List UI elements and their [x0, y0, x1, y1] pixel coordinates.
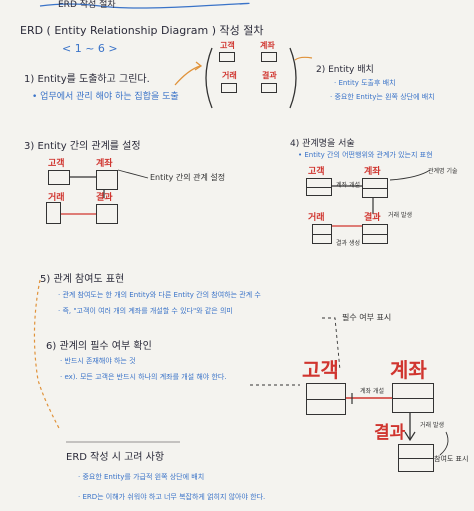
entity-box [392, 383, 434, 413]
step4-label-account: 계좌 [364, 167, 381, 177]
big-label-account: 계좌 [390, 358, 427, 382]
entity-label-transaction: 거래 [222, 71, 237, 80]
big-rel-3: 참여도 표시 [434, 455, 469, 463]
entity-box [306, 383, 346, 415]
top-cut-text: ERD 작성 절차 [58, 0, 116, 10]
consider-bullet-1: · 중요한 Entity를 가급적 왼쪽 상단에 배치 [78, 473, 205, 481]
step4-label-transaction: 거래 [308, 213, 325, 223]
step1-bullet: • 업무에서 관리 해야 하는 집합을 도출 [32, 92, 179, 102]
entity-box [398, 444, 434, 472]
entity-box [362, 178, 388, 198]
step4-heading: 4) 관계명을 서술 [290, 139, 355, 149]
step2-heading: 2) Entity 배치 [316, 65, 374, 75]
step6-bullet-2: · ex). 모든 고객은 반드시 하나의 계좌를 개설 해야 한다. [60, 373, 227, 381]
entity-box [221, 83, 237, 93]
step2-bullet-1: · Entity 도출후 배치 [334, 79, 396, 87]
entity-box [96, 204, 118, 224]
big-label-customer: 고객 [302, 358, 339, 382]
step4-label-customer: 고객 [308, 167, 325, 177]
big-rel-2: 거래 발생 [420, 422, 444, 429]
step4-rel-1: 계좌 개설 [336, 182, 360, 189]
entity-box [261, 83, 277, 93]
entity-box [219, 52, 235, 62]
entity-box [261, 52, 277, 62]
big-label-result: 결과 [374, 423, 406, 443]
step3-label-account: 계좌 [96, 159, 113, 169]
step3-heading: 3) Entity 간의 관계를 설정 [24, 141, 141, 152]
step4-rel-4: 결과 생성 [336, 240, 360, 247]
step5-bullet-1: · 관계 참여도는 한 개의 Entity와 다른 Entity 간의 참여하는… [58, 291, 261, 299]
step4-rel-3: 거래 발생 [388, 212, 412, 219]
page-title: ERD ( Entity Relationship Diagram ) 작성 절… [20, 24, 264, 37]
entity-box [306, 178, 332, 196]
entity-label-account: 계좌 [260, 41, 275, 50]
step1-heading: 1) Entity를 도출하고 그린다. [24, 74, 150, 85]
step2-bullet-2: · 중요한 Entity는 왼쪽 상단에 배치 [330, 93, 435, 101]
consider-heading: ERD 작성 시 고려 사항 [66, 452, 165, 463]
step5-heading: 5) 관계 참여도 표현 [40, 274, 125, 285]
step3-label-customer: 고객 [48, 159, 65, 169]
step5-bullet-2: · 즉, "고객이 여러 개의 계좌를 개설할 수 있다"와 같은 의미 [58, 307, 233, 315]
entity-box [96, 170, 118, 190]
entity-box [362, 224, 388, 244]
required-mark-note: 필수 여부 표시 [342, 313, 392, 322]
step4-rel-2: 관계명 기술 [428, 168, 458, 175]
step-range: < 1 ~ 6 > [62, 42, 118, 55]
step4-label-result: 결과 [364, 213, 381, 223]
big-rel-1: 계좌 개설 [360, 388, 384, 395]
entity-label-result: 결과 [262, 71, 277, 80]
step3-note: Entity 간의 관계 설정 [150, 173, 226, 182]
entity-box [48, 170, 70, 185]
step3-label-result: 결과 [96, 193, 113, 203]
step6-heading: 6) 관계의 필수 여부 확인 [46, 341, 152, 352]
entity-box [312, 224, 332, 244]
consider-bullet-2: · ERD는 이해가 쉬워야 하고 너무 복잡하게 얽히지 않아야 한다. [78, 493, 266, 501]
step3-label-transaction: 거래 [48, 193, 65, 203]
step6-bullet-1: · 반드시 존재해야 하는 것 [60, 357, 136, 365]
step4-bullet: • Entity 간의 어떤행위와 관계가 있는지 표현 [298, 151, 433, 159]
entity-box [46, 202, 61, 224]
entity-label-customer: 고객 [220, 41, 235, 50]
